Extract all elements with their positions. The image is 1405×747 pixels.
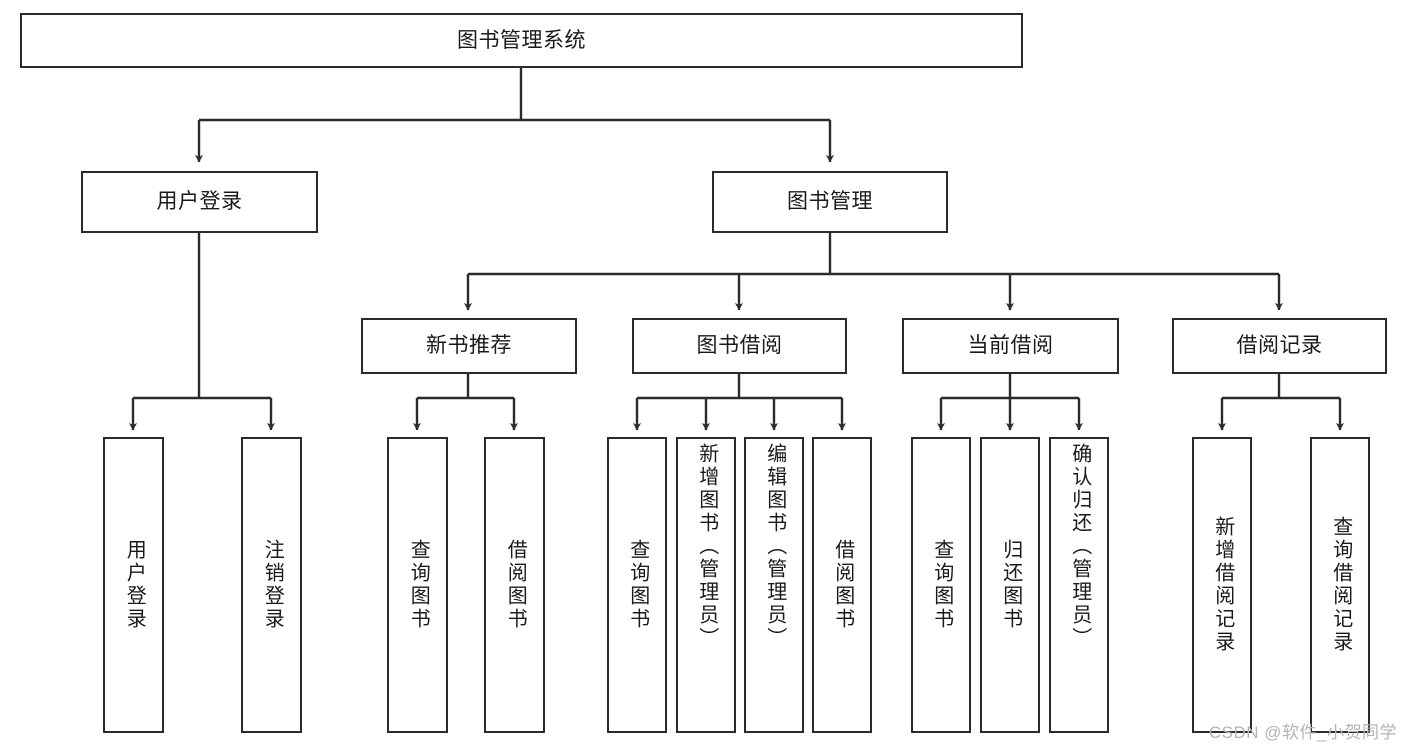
node-leaf-add-book-admin-label: 新增图书（管理员） [695, 443, 718, 650]
node-user-login-label: 用户登录 [156, 190, 243, 214]
node-borrow-record-label: 借阅记录 [1236, 334, 1323, 358]
node-leaf-borrow-book-1-label: 借阅图书 [504, 539, 527, 631]
node-borrow-record[interactable]: 借阅记录 [1172, 318, 1387, 374]
node-leaf-query-book-2[interactable]: 查询图书 [607, 437, 667, 733]
csdn-watermark: CSDN @软件_小贺同学 [1208, 723, 1397, 742]
node-leaf-add-book-admin[interactable]: 新增图书（管理员） [676, 437, 736, 733]
node-leaf-borrow-book-2-label: 借阅图书 [831, 539, 854, 631]
node-current-borrow[interactable]: 当前借阅 [902, 318, 1119, 374]
node-new-book-recommend-label: 新书推荐 [426, 334, 512, 358]
node-leaf-user-login-label: 用户登录 [123, 539, 146, 631]
node-leaf-logout[interactable]: 注销登录 [241, 437, 302, 733]
node-leaf-edit-book-admin-label: 编辑图书（管理员） [763, 443, 786, 650]
node-book-management-label: 图书管理 [787, 190, 873, 214]
node-leaf-add-borrow-record-label: 新增借阅记录 [1211, 516, 1234, 654]
node-leaf-borrow-book-1[interactable]: 借阅图书 [484, 437, 545, 733]
node-leaf-query-book-1[interactable]: 查询图书 [387, 437, 448, 733]
node-leaf-query-book-1-label: 查询图书 [407, 539, 430, 631]
node-book-borrow-label: 图书借阅 [696, 334, 783, 358]
node-leaf-confirm-return-admin-label: 确认归还（管理员） [1068, 443, 1091, 650]
node-leaf-edit-book-admin[interactable]: 编辑图书（管理员） [744, 437, 804, 733]
node-leaf-query-book-3[interactable]: 查询图书 [911, 437, 971, 733]
node-leaf-logout-label: 注销登录 [261, 539, 284, 631]
node-leaf-query-borrow-record[interactable]: 查询借阅记录 [1310, 437, 1370, 733]
node-leaf-query-book-2-label: 查询图书 [626, 539, 649, 631]
node-leaf-borrow-book-2[interactable]: 借阅图书 [812, 437, 872, 733]
node-leaf-query-borrow-record-label: 查询借阅记录 [1329, 516, 1352, 654]
node-root[interactable]: 图书管理系统 [20, 13, 1023, 68]
node-current-borrow-label: 当前借阅 [967, 334, 1054, 358]
node-leaf-query-book-3-label: 查询图书 [930, 539, 953, 631]
node-leaf-return-book-label: 归还图书 [999, 539, 1022, 631]
node-leaf-add-borrow-record[interactable]: 新增借阅记录 [1192, 437, 1252, 733]
node-leaf-return-book[interactable]: 归还图书 [980, 437, 1040, 733]
node-leaf-confirm-return-admin[interactable]: 确认归还（管理员） [1049, 437, 1109, 733]
node-user-login[interactable]: 用户登录 [81, 171, 318, 233]
node-leaf-user-login[interactable]: 用户登录 [103, 437, 164, 733]
node-book-borrow[interactable]: 图书借阅 [632, 318, 847, 374]
node-root-label: 图书管理系统 [457, 28, 586, 52]
node-book-management[interactable]: 图书管理 [712, 171, 948, 233]
node-new-book-recommend[interactable]: 新书推荐 [361, 318, 577, 374]
